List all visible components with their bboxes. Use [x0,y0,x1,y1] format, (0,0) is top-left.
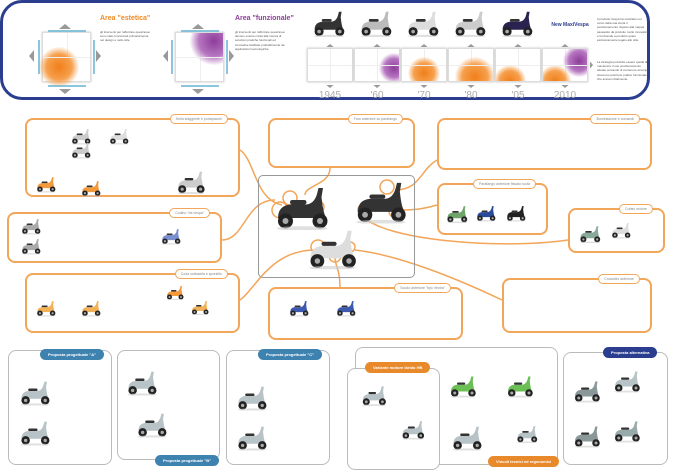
section-box: Cofani motore [568,204,665,253]
scooter-sketch [235,385,269,411]
scooter-sketch [505,205,527,222]
scooter-sketch [475,205,497,222]
scooter-sketch [20,218,42,235]
proposal-tag: Proposta progettuale "A" [40,349,105,360]
scooter-sketch [235,425,269,451]
section-label: Sella sfaggente e portapacchi [169,114,228,124]
scooter-sketch [165,285,185,300]
section-box: Coda sottosella e sportello [25,269,240,333]
central-scooter-panel [258,175,415,278]
proposal-tag: Vincoli tecnici ed ergonomici [488,456,560,467]
scooter-sketch [612,420,642,443]
section-label: Cruscotto anteriore [598,274,640,284]
section-box: Scudo anteriore "tipo Vectra" [268,283,463,340]
vespa-model-image [311,10,347,37]
vespa-model-image [358,10,394,37]
scooter-sketch [80,180,102,197]
area-estetica-text: gli interventi per rafforzare quest'area… [100,30,150,43]
positioning-map-panel [0,0,650,100]
scooter-sketch [288,300,310,317]
section-box: Cruscotto anteriore [502,274,652,333]
side-text-1: Il prodotto Vespa ha cambiato nel corso … [597,17,649,43]
scooter-sketch [448,375,478,398]
section-box: Faro anteriore su parafango [268,114,415,168]
section-box: Codino "da vespa" [7,208,222,263]
area-estetica-title: Area "estetica" [100,15,151,22]
proposal-tag: Proposta progettuale "C" [258,349,323,360]
timeline-year: 1945 [318,90,342,101]
scooter-sketch [572,380,602,403]
proposal-tag: Proposta progettuale "B" [155,455,220,466]
scooter-sketch [272,185,332,230]
timeline-year: '80 [464,90,478,101]
timeline-map [401,48,447,82]
new-maxivespa-label: New MaxiVespa [551,22,589,28]
scooter-sketch [445,205,469,223]
scooter-sketch [175,170,207,194]
section-label: Cofani motore [619,204,653,214]
scooter-sketch [70,142,92,159]
section-label: Illuminazione e comandi [590,114,640,124]
scooter-sketch [160,228,182,245]
scooter-sketch [305,228,360,269]
timeline-map [495,48,541,82]
scooter-sketch [18,380,52,406]
scooter-sketch [505,375,535,398]
timeline-year: '60 [370,90,384,101]
timeline-map [354,48,400,82]
proposal-tag: Proposta alternativa [603,347,658,358]
section-label: Codino "da vespa" [169,208,210,218]
scooter-sketch [400,420,426,440]
scooter-sketch [360,385,388,406]
scooter-sketch [335,300,357,317]
scooter-sketch [450,425,484,451]
scooter-sketch [515,425,539,443]
vespa-model-image [405,10,441,37]
area-funzionale-text: gli interventi per rafforzare quest'area… [235,30,285,51]
section-label: Parafango anteriore fissato ruota [473,179,536,189]
proposal-card-a [8,350,112,465]
scooter-sketch [610,222,632,239]
section-label: Faro anteriore su parafango [347,114,403,124]
scooter-sketch [35,176,57,193]
scooter-sketch [572,425,602,448]
scooter-sketch [135,412,169,438]
vespa-model-image [452,10,488,37]
section-box: Sella sfaggente e portapacchi [25,114,240,197]
timeline-year: '05 [511,90,525,101]
section-label: Coda sottosella e sportello [174,269,228,279]
timeline-map [542,48,588,82]
area-funzionale-title: Area "funzionale" [235,15,294,22]
scooter-sketch [20,238,42,255]
proposal-card-b [117,350,220,460]
alternative-card [563,352,668,465]
proposal-tag: Variante motore ibrido HB [365,362,431,373]
scooter-sketch [80,300,102,317]
timeline-map [307,48,353,82]
section-box: Illuminazione e comandi [437,114,652,170]
scooter-sketch [35,300,57,317]
scooter-sketch [578,225,602,243]
hybrid-card [347,368,440,470]
side-text-2: La strategia potrebbe essere quella di m… [597,60,649,81]
scooter-sketch [125,370,159,396]
scooter-sketch [352,180,410,224]
scooter-sketch [18,420,52,446]
scooter-sketch [108,128,130,145]
section-label: Scudo anteriore "tipo Vectra" [394,283,451,293]
vespa-model-image [499,10,535,37]
timeline-map [448,48,494,82]
timeline-year: 2010 [553,90,577,101]
timeline-year: '70 [417,90,431,101]
scooter-sketch [190,300,210,315]
scooter-sketch [612,370,642,393]
